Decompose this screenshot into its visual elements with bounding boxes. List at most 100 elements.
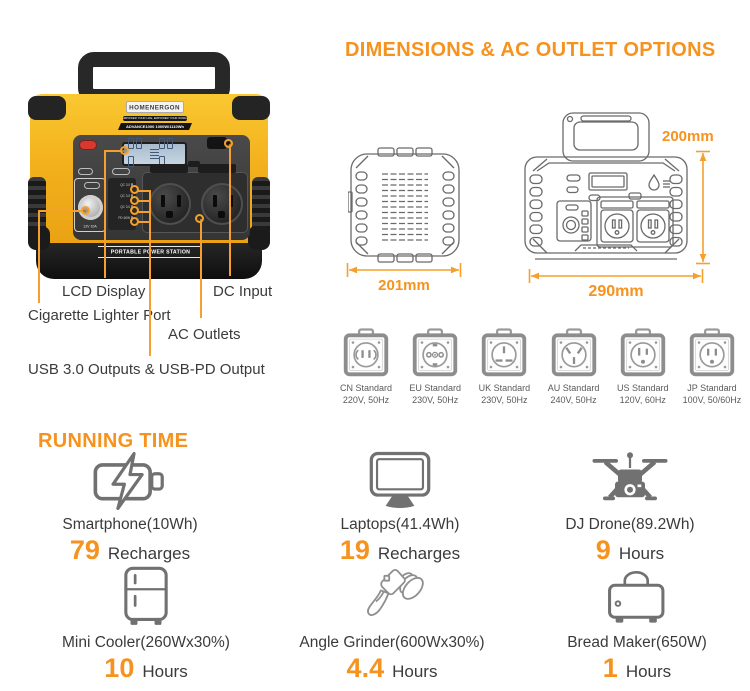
tagline-ribbon: EMPOWER YOUR LIFE, EMPOWER YOUR WORLD [123,116,187,121]
callout-line [137,190,150,192]
running-time-unit: Recharges [377,544,461,563]
eu-outlet-icon [412,328,458,377]
angle-grinder-icon [360,566,424,628]
ac-cover-latch [188,161,200,167]
ac-outlet [201,183,243,225]
lcd-display [122,138,187,167]
outlet-slot [229,195,233,207]
callout-line [38,210,86,212]
brand-plate: HOMENERGON [126,101,184,113]
running-time-value: 9 [595,535,611,565]
running-time-item-laptops: Laptops(41.4Wh) 19 Recharges [280,448,520,566]
running-time-unit: Hours [142,662,188,681]
us-outlet-icon [620,328,665,377]
side-width-label: 201mm [378,277,430,294]
running-time-value-row: 9 Hours [596,535,664,566]
lcd-digits-left [128,136,150,172]
running-time-label: Mini Cooler(260Wx30%) [62,634,230,651]
running-time-label: DJ Drone(89.2Wh) [565,516,695,533]
lcd-battery-bars [150,147,159,160]
jp-outlet-icon [689,328,735,377]
callout-line [104,150,124,152]
running-time-value-row: 1 Hours [603,653,671,684]
running-time-item-smartphone: Smartphone(10Wh) 79 Recharges [10,448,250,566]
callout-dot [130,185,139,194]
corner-bumper [28,96,66,120]
ac-outlet-cover [198,164,236,173]
outlet-hole [218,211,225,218]
au-outlet-icon [551,328,596,377]
uk-outlet-icon [482,328,527,377]
width-dimension-line-side [346,263,462,277]
callout-dot [81,206,90,215]
corner-bumper [248,226,270,250]
height-dimension-line [696,150,710,265]
callout-line [137,221,150,223]
running-time-label: Bread Maker(650W) [567,634,707,651]
callout-label-ac: AC Outlets [168,326,241,343]
running-time-item-cooler: Mini Cooler(260Wx30%) 10 Hours [26,566,266,684]
callout-dot [195,214,204,223]
usb-port-label: QC 3.0 [120,183,130,188]
boost-button [112,168,130,175]
running-time-value: 19 [339,535,370,565]
usb-port-label: PD 60W [118,216,130,221]
dc-label-pill [84,182,100,189]
brand-name: HOMENERGON [129,103,181,111]
running-time-unit: Hours [392,662,438,681]
side-view-drawing [348,147,460,263]
dc-section: 12V 10A [74,178,106,232]
callout-line [38,210,40,303]
running-time-item-drone: DJ Drone(89.2Wh) 9 Hours [510,448,750,566]
running-time-value-row: 10 Hours [104,653,187,684]
ac-outlets-section [142,172,248,233]
callout-line [137,211,150,213]
running-time-unit: Hours [625,662,672,681]
height-label: 200mm [662,128,714,145]
running-time-value-row: 4.4 Hours [347,653,438,684]
outlet-slot [177,195,181,207]
running-time-value: 10 [104,653,135,683]
model-text: ADVANCE1000 1000W/1110Wh [126,124,184,129]
battery-charge-icon [92,448,168,510]
side-grip [252,177,270,239]
callout-line [137,200,150,202]
outlet-hole [166,211,173,218]
running-time-value: 1 [602,653,618,683]
callout-line [229,144,231,276]
corner-bumper [232,96,270,120]
usb-port-label: QC 3.0 [120,194,130,199]
callout-line [149,190,151,356]
bread-maker-icon [605,566,669,628]
running-time-item-bread-maker: Bread Maker(650W) 1 Hours [517,566,750,684]
width-dimension-line-front [528,269,704,283]
model-ribbon: ADVANCE1000 1000W/1110Wh [118,123,192,130]
running-time-value-row: 19 Recharges [340,535,460,566]
callout-dot [130,217,139,226]
ac-outlet [149,183,191,225]
cn-outlet-icon [343,328,389,377]
running-time-value: 4.4 [346,653,385,683]
running-time-value-row: 79 Recharges [70,535,190,566]
running-time-title: RUNNING TIME [38,430,189,452]
callout-label-cigarette: Cigarette Lighter Port [28,307,171,324]
side-grip [28,177,46,239]
running-time-unit: Hours [618,544,665,563]
front-width-label: 290mm [588,283,644,300]
callout-dot [224,139,233,148]
drone-icon [588,448,672,510]
callout-line [104,150,106,278]
power-button [79,140,97,150]
running-time-value: 79 [69,535,100,565]
callout-dot [130,206,139,215]
callout-line [200,219,202,318]
